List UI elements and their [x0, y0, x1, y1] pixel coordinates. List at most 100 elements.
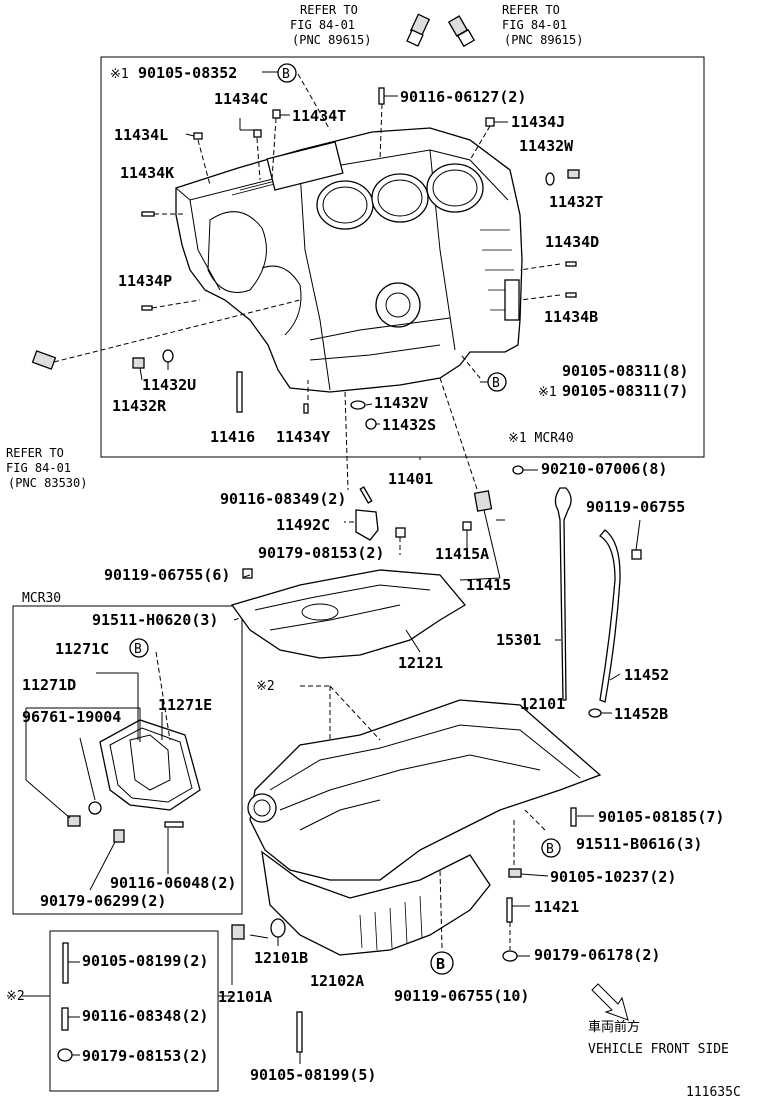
stud-90116-08349[interactable]	[359, 486, 373, 504]
seal-96761-19004[interactable]	[88, 801, 102, 815]
label-90105-08352: 90105-08352	[138, 64, 237, 82]
part-labels: ※1 90105-08352 11434C 11434T 90116-06127…	[6, 64, 741, 1100]
label-90116-08349: 90116-08349(2)	[220, 490, 346, 508]
label-90105-08199-5: 90105-08199(5)	[250, 1066, 376, 1084]
label-star2b: ※2	[6, 989, 25, 1004]
plug-11434L[interactable]	[193, 132, 203, 140]
mcr30-frame	[12, 605, 243, 915]
label-11492C: 11492C	[276, 516, 330, 534]
label-11432R: 11432R	[112, 397, 167, 415]
plug-11434C[interactable]	[253, 129, 262, 138]
label-mcr30: MCR30	[22, 591, 61, 606]
stud-90116-06048[interactable]	[164, 821, 184, 828]
label-11452B: 11452B	[614, 705, 668, 723]
label-11271D: 11271D	[22, 676, 76, 694]
plug-90179-06178[interactable]	[502, 950, 518, 962]
oil-pan-12102A[interactable]	[261, 850, 491, 956]
bolt-90119-06755-baffle[interactable]	[242, 568, 253, 579]
svg-text:REFER TO: REFER TO	[502, 3, 560, 17]
gasket-11492C[interactable]	[355, 509, 379, 541]
pin-90116-06127[interactable]	[378, 87, 385, 105]
dipstick-guide-11452[interactable]	[599, 529, 621, 703]
bolt-90210-07006[interactable]	[512, 465, 524, 475]
bolt-90179-08153-b[interactable]	[57, 1048, 73, 1062]
oil-filter-bracket-11415[interactable]	[473, 490, 493, 512]
svg-text:(PNC 89615): (PNC 89615)	[504, 33, 583, 47]
label-star2a: ※2	[256, 679, 275, 694]
cylinder-block[interactable]	[175, 127, 523, 393]
plug-11432T[interactable]	[567, 169, 580, 179]
pin-11434B[interactable]	[565, 292, 577, 298]
bolt-90179-06299[interactable]	[113, 829, 125, 843]
svg-text:FIG 84-01: FIG 84-01	[502, 18, 567, 32]
ring-11452B[interactable]	[588, 708, 602, 718]
label-90116-06048: 90116-06048(2)	[110, 874, 236, 892]
label-front-jp: 車両前方	[588, 1019, 640, 1035]
leader-lines	[22, 71, 641, 1064]
label-star1a: ※1	[110, 67, 129, 82]
sensor-top-left[interactable]	[406, 13, 431, 47]
label-11432U: 11432U	[142, 376, 196, 394]
label-90119-06755-10: 90119-06755(10)	[394, 987, 529, 1005]
marker-B-3: B	[129, 638, 149, 658]
label-90179-08153-b: 90179-08153(2)	[82, 1047, 208, 1065]
sensor-left[interactable]	[31, 350, 57, 370]
pin-11434P[interactable]	[141, 305, 153, 311]
svg-text:FIG 84-01: FIG 84-01	[290, 18, 355, 32]
label-11416: 11416	[210, 428, 255, 446]
svg-text:(PNC 83530): (PNC 83530)	[8, 476, 87, 490]
dipstick-15301[interactable]	[554, 487, 572, 701]
plug-12101A[interactable]	[231, 924, 245, 940]
label-90179-06299: 90179-06299(2)	[40, 892, 166, 910]
label-11434J: 11434J	[511, 113, 565, 131]
label-90105-08311-7: 90105-08311(7)	[562, 382, 688, 400]
vehicle-front-arrow-icon	[591, 983, 629, 1021]
plug-11432V[interactable]	[350, 400, 366, 410]
label-mcr40: ※1 MCR40	[508, 431, 574, 446]
oil-pan-12101[interactable]	[247, 699, 602, 881]
plug-11434J[interactable]	[485, 117, 495, 127]
bolt-90105-10237[interactable]	[508, 868, 522, 878]
label-11434B: 11434B	[544, 308, 598, 326]
label-11432S: 11432S	[382, 416, 436, 434]
cover-11271C-D-E[interactable]	[99, 719, 201, 811]
label-90105-08311-8: 90105-08311(8)	[562, 362, 688, 380]
gasket-12101B[interactable]	[270, 918, 286, 938]
bolt-90179-08153[interactable]	[395, 527, 406, 538]
marker-B-2: B	[487, 372, 507, 392]
label-11434L: 11434L	[114, 126, 168, 144]
pin-11434K[interactable]	[141, 211, 155, 217]
label-11271E: 11271E	[158, 696, 212, 714]
bolt-90105-08185[interactable]	[570, 807, 577, 827]
label-11415A: 11415A	[435, 545, 489, 563]
label-90210-07006: 90210-07006(8)	[541, 460, 667, 478]
plug-11434T[interactable]	[272, 109, 281, 119]
plug-11415A[interactable]	[462, 521, 472, 531]
plug-11432W[interactable]	[545, 172, 555, 186]
svg-text:REFER TO: REFER TO	[300, 3, 358, 17]
label-11434D: 11434D	[545, 233, 599, 251]
bolt-90105-08199-2[interactable]	[62, 942, 69, 984]
svg-text:(PNC 89615): (PNC 89615)	[292, 33, 371, 47]
stud-90116-08348[interactable]	[61, 1007, 69, 1031]
bolt-mcr30-left[interactable]	[67, 815, 81, 827]
oil-baffle-plate-12121[interactable]	[230, 569, 466, 659]
label-11434P: 11434P	[118, 272, 172, 290]
label-15301: 15301	[496, 631, 541, 649]
bolt-90105-08199-5[interactable]	[296, 1011, 303, 1053]
bolt-11416[interactable]	[236, 371, 243, 413]
label-90116-06127: 90116-06127(2)	[400, 88, 526, 106]
engine-block-frame	[100, 56, 705, 458]
stud-11421[interactable]	[506, 897, 513, 923]
note2-fasteners-frame	[49, 930, 219, 1092]
plug-11434Y[interactable]	[303, 403, 309, 414]
plug-11432S[interactable]	[365, 418, 377, 430]
pin-11434D[interactable]	[565, 261, 577, 267]
plug-11432U[interactable]	[162, 349, 174, 363]
label-90119-06755-6: 90119-06755(6)	[104, 566, 230, 584]
sensor-top-right[interactable]	[447, 15, 476, 48]
bolt-90119-06755-guide[interactable]	[631, 549, 642, 560]
plug-11432R[interactable]	[132, 357, 145, 369]
label-11432V: 11432V	[374, 394, 428, 412]
